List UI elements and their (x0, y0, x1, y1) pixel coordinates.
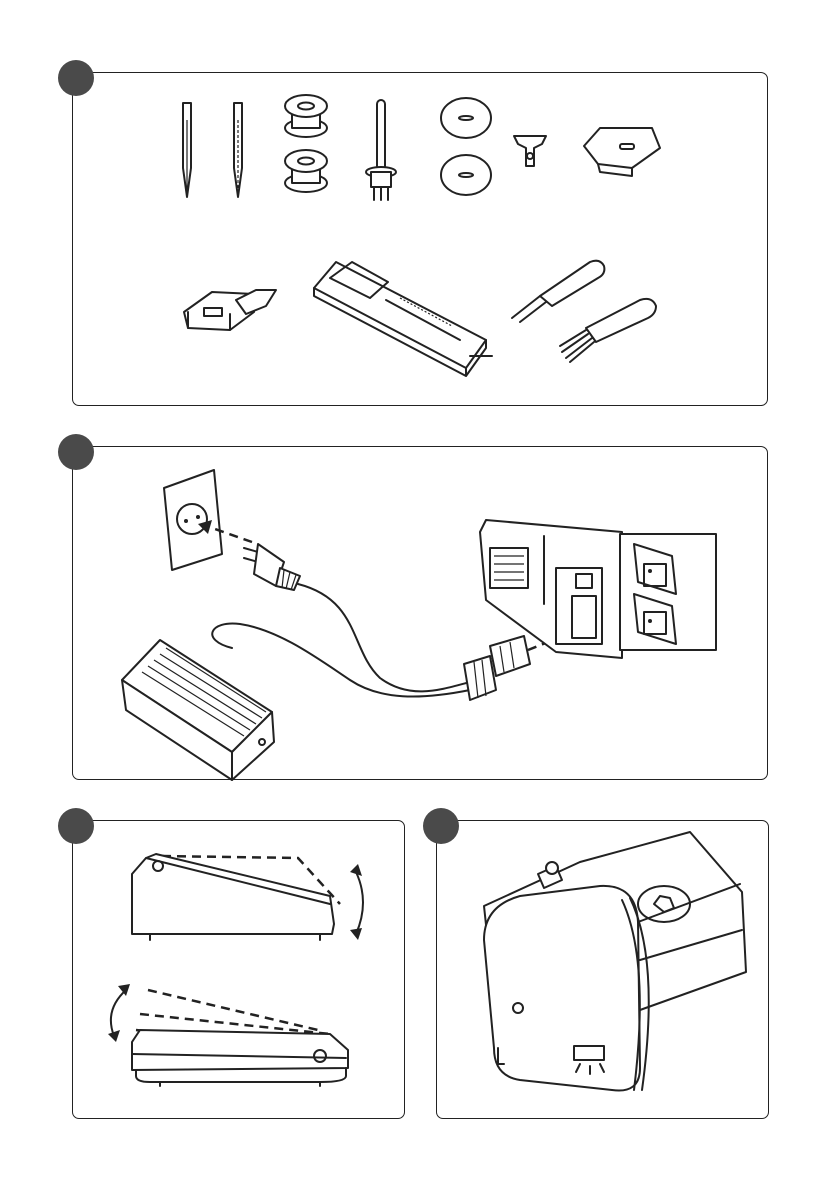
spool-felt-icon (441, 155, 491, 195)
lint-brush-icon (560, 299, 656, 362)
needle-icon (234, 103, 242, 197)
bobbin-icon (285, 95, 327, 137)
sewing-machine-end-view (484, 832, 746, 1091)
foot-control-release-diagram (108, 984, 348, 1086)
wall-socket-icon (164, 470, 222, 570)
presser-foot-icon (584, 128, 660, 176)
seam-ripper-icon (512, 261, 604, 322)
spool-felt-icon (441, 98, 491, 138)
bobbin-icon (285, 150, 327, 192)
foot-control-press-diagram (132, 854, 363, 940)
screwdriver-key-icon (514, 136, 546, 166)
power-cord (298, 584, 470, 691)
power-plug-icon (244, 544, 300, 590)
needle-icon (183, 103, 191, 197)
spool-pin-icon (366, 100, 396, 200)
power-switch-detail (620, 534, 716, 650)
foot-control-cord (212, 623, 470, 696)
buttonhole-foot-icon (314, 262, 492, 376)
foot-control-icon (122, 640, 274, 780)
connector-plug-icon (464, 636, 530, 700)
sewing-machine-side-icon (480, 520, 622, 658)
zipper-foot-icon (184, 290, 276, 330)
